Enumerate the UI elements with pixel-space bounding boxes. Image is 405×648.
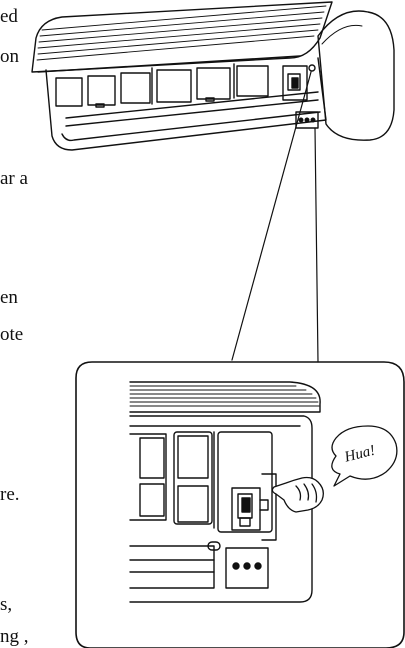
zoom-callout-panel (76, 362, 404, 648)
pointing-hand-icon (272, 478, 323, 513)
speech-bubble: Hua! (332, 426, 397, 486)
zoom-leader-lines (232, 72, 318, 362)
indoor-unit-drawing (32, 2, 394, 150)
